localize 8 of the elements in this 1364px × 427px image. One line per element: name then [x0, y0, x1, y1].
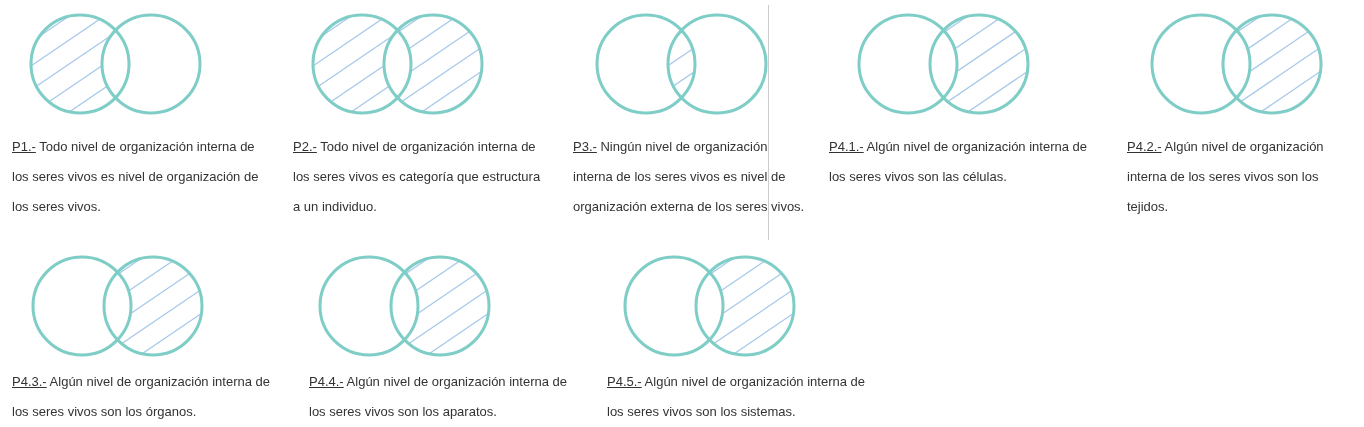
- proposition-text: P4.1.- Algún nivel de organización interna de los seres vivos son las células.: [829, 138, 1089, 186]
- proposition-text: P1.- Todo nivel de organización interna de los seres vivos es nivel de organización de los seres vivos.: [12, 138, 260, 216]
- proposition-text: P4.4.- Algún nivel de organización interna de los seres vivos son los aparatos.: [309, 373, 569, 421]
- proposition-text: P4.3.- Algún nivel de organización interna de los seres vivos son los órganos.: [12, 373, 272, 421]
- proposition-text: P4.2.- Algún nivel de organización interna de los seres vivos son los tejidos.: [1127, 138, 1325, 216]
- proposition-text: P4.5.- Algún nivel de organización interna de los seres vivos son los sistemas.: [607, 373, 867, 421]
- proposition-text: P2.- Todo nivel de organización interna de los seres vivos es categoría que estructura a un individuo.: [293, 138, 542, 216]
- proposition-text: P3.- Ningún nivel de organización interna de los seres vivos es nivel de organización externa de los seres vivos.: [573, 138, 805, 216]
